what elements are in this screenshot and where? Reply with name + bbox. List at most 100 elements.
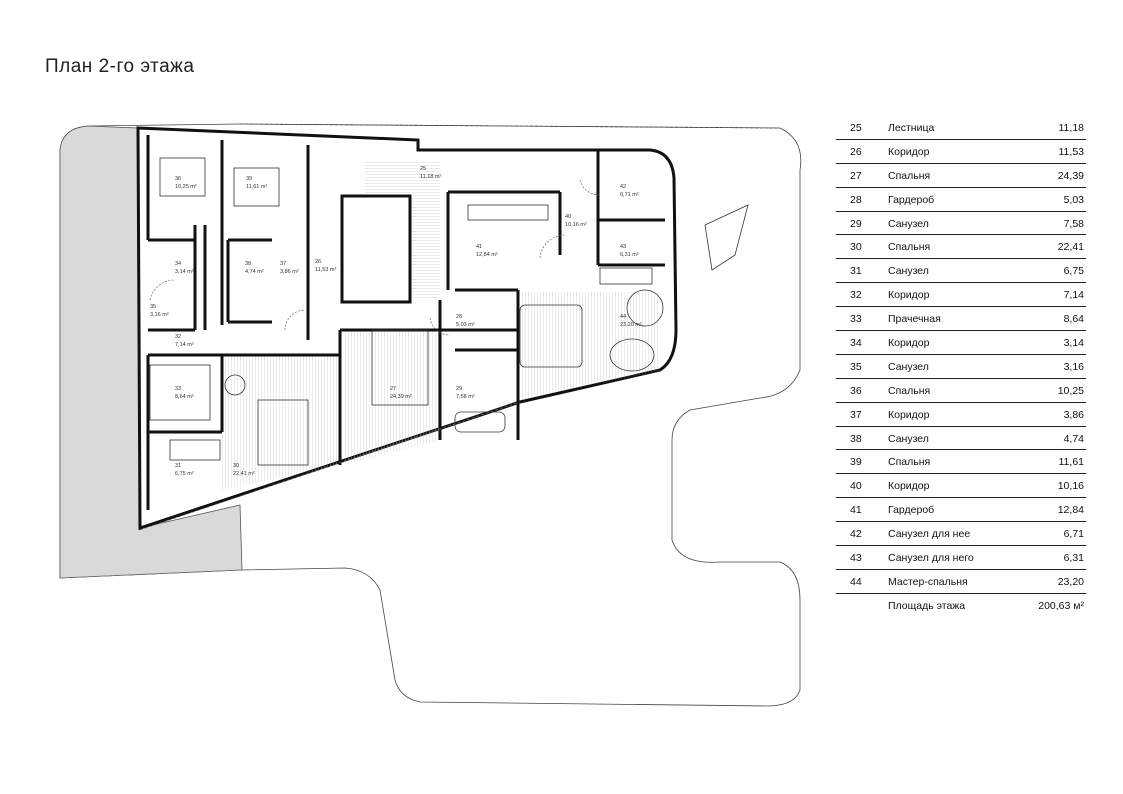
room-number: 34 [850, 337, 862, 350]
room-area: 8,64 [1063, 313, 1084, 326]
room-number: 44 [850, 575, 862, 588]
interior-walls [146, 135, 665, 510]
room-area: 11,18 [1058, 122, 1085, 134]
schedule-row: 39 Спальня 11,61 [836, 450, 1086, 475]
schedule-row: 28 Гардероб 5,03 [836, 188, 1086, 212]
room-name: Спальня [888, 169, 931, 182]
room-area: 6,71 [1063, 528, 1084, 541]
schedule-total: Площадь этажа 200,63 м² [836, 594, 1086, 614]
room-number: 37 [850, 408, 862, 421]
schedule-row: 27 Спальня 24,39 [836, 164, 1086, 188]
schedule-row: 33 Прачечная 8,64 [836, 307, 1086, 332]
room-name: Санузел для него [888, 552, 974, 565]
room-name: Гардероб [888, 504, 935, 517]
room-number: 40 [850, 480, 862, 493]
room-number: 43 [850, 552, 862, 565]
room-name: Спальня [888, 384, 931, 397]
stair-void [340, 194, 412, 304]
room-name: Санузел [888, 432, 929, 445]
schedule-row: 36 Спальня 10,25 [836, 379, 1086, 403]
room-area: 5,03 [1063, 193, 1084, 206]
room-number: 39 [850, 456, 862, 469]
room-number: 36 [850, 384, 862, 397]
schedule-row: 41 Гардероб 12,84 [836, 498, 1086, 523]
room-number: 27 [850, 169, 862, 182]
schedule-row: 42 Санузел для нее 6,71 [836, 522, 1086, 547]
room-name: Прачечная [888, 313, 941, 326]
room-area: 11,61 [1058, 456, 1085, 469]
room-number: 41 [850, 504, 862, 517]
room-area: 11,53 [1058, 145, 1085, 158]
room-area: 12,84 [1057, 504, 1084, 517]
schedule-row: 40 Коридор 10,16 [836, 474, 1086, 499]
room-name: Спальня [888, 456, 931, 469]
room-name: Коридор [888, 480, 930, 493]
bedroom-30-floor [222, 355, 340, 490]
room-name: Санузел для нее [888, 528, 971, 541]
room-name: Санузел [888, 360, 929, 373]
room-area: 24,39 [1057, 169, 1084, 182]
room-area: 22,41 [1057, 241, 1084, 254]
room-number: 28 [850, 193, 862, 206]
room-number: 30 [850, 241, 862, 254]
room-number: 25 [850, 122, 862, 134]
bedroom-27-floor [345, 330, 440, 465]
room-number: 33 [850, 313, 862, 326]
total-value: 200,63 м² [1038, 599, 1084, 612]
site-outline [59, 123, 802, 707]
room-name: Гардероб [888, 193, 935, 206]
master-bedroom-floor [518, 292, 660, 400]
room-area: 6,31 [1063, 552, 1084, 565]
page-title: План 2-го этажа [45, 56, 195, 77]
room-area: 23,20 [1057, 575, 1084, 588]
room-area: 6,75 [1063, 265, 1084, 278]
room-area: 7,58 [1063, 217, 1084, 230]
room-area: 4,74 [1063, 432, 1084, 445]
schedule-row: 44 Мастер-спальня 23,20 [836, 570, 1086, 594]
room-area: 10,25 [1057, 384, 1084, 397]
room-number: 31 [850, 265, 862, 278]
room-name: Коридор [888, 408, 930, 421]
room-area: 3,14 [1063, 337, 1084, 350]
room-area: 10,16 [1057, 480, 1084, 493]
room-area: 3,16 [1063, 360, 1084, 373]
room-name: Коридор [888, 145, 930, 158]
room-number: 42 [850, 528, 862, 541]
total-label: Площадь этажа [888, 599, 966, 612]
furniture [149, 157, 749, 466]
room-name: Мастер-спальня [888, 575, 968, 588]
room-name: Коридор [888, 289, 930, 302]
room-area: 7,14 [1063, 289, 1084, 302]
